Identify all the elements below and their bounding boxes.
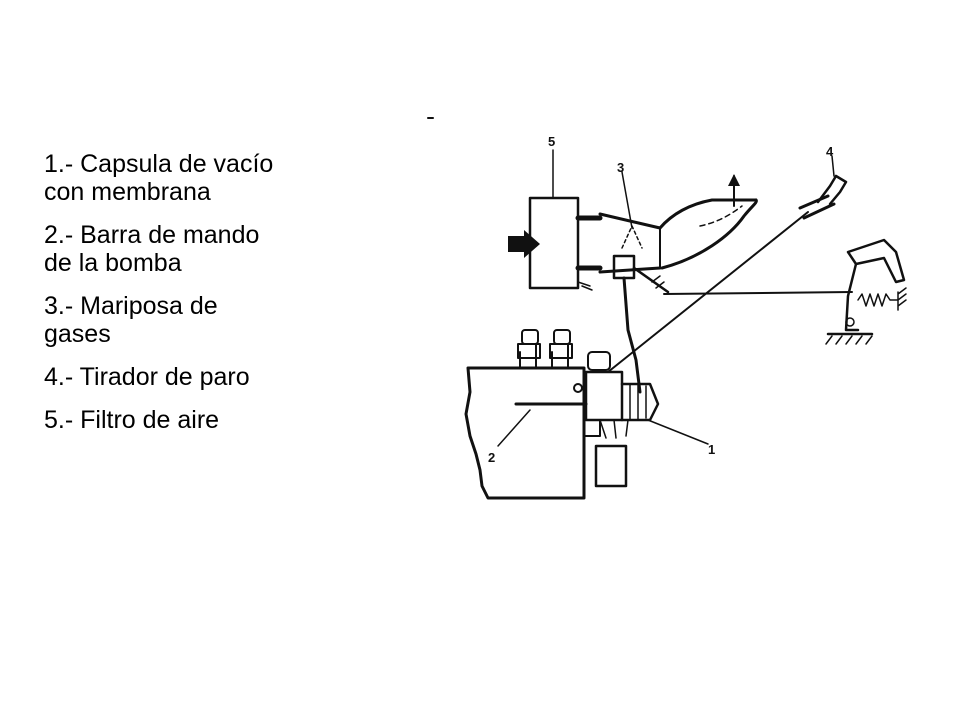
legend-item-1-line-1: 1.- Capsula de vacío — [44, 150, 274, 178]
leader-line-1 — [647, 419, 709, 445]
stop-pull-knob — [816, 174, 848, 206]
callout-1: 1 — [708, 442, 715, 457]
pedal-spring — [857, 293, 899, 307]
legend-item-3-line-2: gases — [44, 320, 111, 348]
callout-2: 2 — [488, 450, 495, 465]
air-filter — [508, 149, 603, 291]
legend-item-5-line-1: 5.- Filtro de aire — [44, 406, 220, 434]
engine-block — [464, 329, 628, 500]
legend-item-5: 5.- Filtro de aire — [44, 406, 364, 434]
accelerator-linkage — [632, 266, 853, 295]
intake-pipe — [598, 174, 758, 274]
callout-4: 4 — [826, 144, 834, 159]
leader-line-2 — [497, 409, 531, 447]
legend-item-2: 2.- Barra de mando de la bomba — [44, 221, 364, 277]
legend-item-2-line-2: de la bomba — [44, 249, 182, 277]
legend-item-1-line-2: con membrana — [44, 178, 211, 206]
legend-item-1: 1.- Capsula de vacío con membrana — [44, 150, 364, 206]
air-intake-arrow-icon — [508, 230, 540, 258]
legend-item-4: 4.- Tirador de paro — [44, 363, 364, 391]
injection-pump — [573, 351, 660, 439]
exhaust-arrow-icon — [728, 174, 740, 186]
throttle-butterfly — [612, 171, 643, 280]
legend-item-3: 3.- Mariposa de gases — [44, 292, 364, 348]
legend-item-3-line-1: 3.- Mariposa de — [44, 292, 218, 320]
accelerator-pedal — [825, 238, 907, 345]
callout-5: 5 — [548, 134, 555, 149]
legend-item-4-line-1: 4.- Tirador de paro — [44, 363, 250, 391]
stop-pull-cable — [607, 155, 848, 373]
callout-3: 3 — [617, 160, 624, 175]
legend-item-2-line-1: 2.- Barra de mando — [44, 221, 260, 249]
legend-list: 1.- Capsula de vacío con membrana 2.- Ba… — [44, 150, 364, 449]
control-linkage-rod — [622, 276, 642, 394]
